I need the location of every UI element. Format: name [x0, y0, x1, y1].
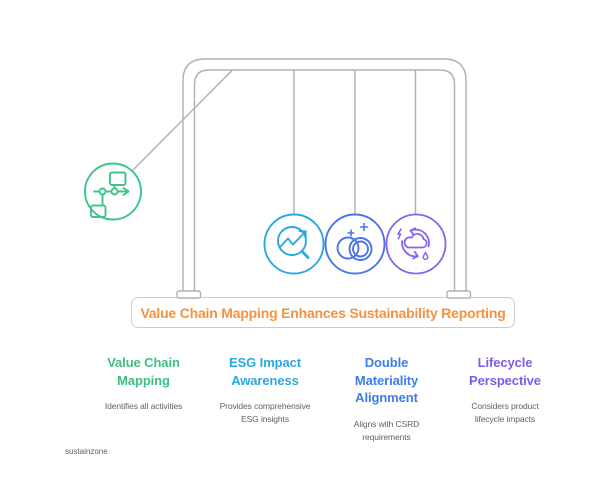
pendulum-strings — [131, 69, 417, 215]
desc-line: requirements — [362, 431, 411, 442]
desc-line: ESG insights — [241, 414, 289, 424]
desc-line: Identifies all activities — [104, 401, 183, 411]
column-description: Provides comprehensive ESG insights — [199, 400, 331, 426]
column-esg-impact-awareness: ESG Impact Awareness Provides comprehens… — [199, 354, 331, 426]
cradle-frame — [182, 58, 467, 292]
desc-line: lifecycle impacts — [474, 414, 536, 424]
ball-esg-impact-awareness — [263, 213, 325, 275]
ball-value-chain-mapping — [84, 162, 142, 221]
column-lifecycle-perspective: Lifecycle Perspective Considers product … — [439, 354, 571, 426]
column-description: Considers product lifecycle impacts — [439, 400, 571, 426]
overlapping-circles-icon — [336, 222, 373, 261]
title-line: Perspective — [469, 372, 541, 388]
column-title: Double Materiality Alignment — [321, 354, 453, 407]
string-swung — [131, 69, 233, 172]
banner-title: Value Chain Mapping Enhances Sustainabil… — [140, 304, 506, 321]
column-value-chain-mapping: Value Chain Mapping Identifies all activ… — [78, 354, 210, 413]
desc-line: Aligns with CSRD — [353, 418, 420, 429]
column-title: Value Chain Mapping — [78, 354, 210, 389]
banner: Value Chain Mapping Enhances Sustainabil… — [131, 297, 515, 328]
column-description: Aligns with CSRD requirements — [321, 418, 453, 444]
column-description: Identifies all activities — [78, 400, 210, 413]
column-title: ESG Impact Awareness — [199, 354, 331, 389]
title-line: Value Chain — [107, 355, 180, 370]
title-line: Mapping — [117, 372, 170, 388]
column-double-materiality-alignment: Double Materiality Alignment Aligns with… — [321, 354, 453, 444]
ball-double-materiality — [324, 213, 386, 275]
title-line: Double — [364, 355, 409, 370]
title-line: Materiality — [354, 372, 419, 388]
title-line: Alignment — [355, 390, 418, 405]
desc-line: Provides comprehensive — [219, 401, 311, 411]
column-title: Lifecycle Perspective — [439, 354, 571, 389]
cloud-recycle-icon — [397, 227, 430, 261]
title-line: Lifecycle — [477, 355, 533, 370]
flowchart-icon — [90, 171, 130, 218]
brand-watermark: sustainzone — [65, 447, 108, 456]
title-line: Awareness — [231, 372, 299, 388]
ball-lifecycle-perspective — [385, 213, 447, 275]
desc-line: Considers product — [471, 401, 539, 411]
title-line: ESG Impact — [229, 355, 301, 370]
search-trend-icon — [277, 226, 310, 259]
